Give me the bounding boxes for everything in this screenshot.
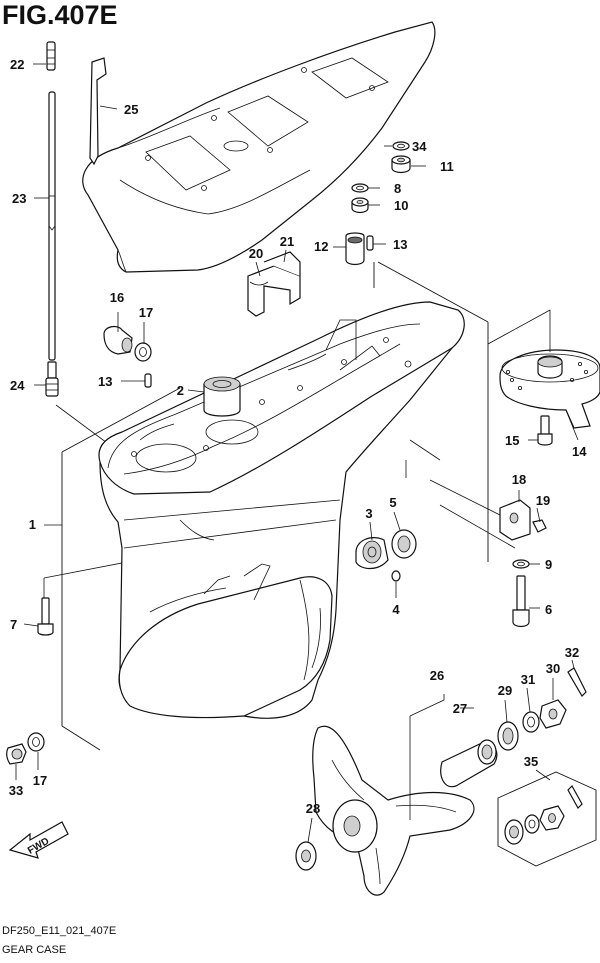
- upper-cover: [82, 21, 436, 273]
- callout-22: 22: [10, 57, 24, 72]
- callout-3: 3: [365, 506, 372, 521]
- callout-15: 15: [505, 433, 519, 448]
- callout-25: 25: [124, 102, 138, 117]
- callout-32: 32: [565, 645, 579, 660]
- callout-6: 6: [545, 602, 552, 617]
- callout-7: 7: [10, 617, 17, 632]
- callout-28: 28: [306, 801, 320, 816]
- leader-lines: [15, 63, 579, 843]
- callout-21: 21: [280, 234, 294, 249]
- callout-33: 33: [9, 783, 23, 798]
- fwd-arrow-icon: [8, 821, 69, 859]
- callout-16: 16: [110, 290, 124, 305]
- figure-title: FIG.407E: [2, 0, 118, 30]
- callout-labels: 1 2 3 4 5 6 7 8 9 10 11 12 13 13 14 15 1…: [9, 57, 587, 857]
- callout-13-top: 13: [393, 237, 407, 252]
- callout-24: 24: [10, 378, 25, 393]
- callout-8: 8: [394, 181, 401, 196]
- kit-35: [497, 769, 597, 867]
- figure-name: GEAR CASE: [2, 944, 67, 956]
- callout-34: 34: [412, 139, 427, 154]
- callout-11: 11: [440, 159, 454, 174]
- shift-rod-parts: [6, 41, 152, 859]
- propeller: [295, 667, 587, 896]
- callout-5: 5: [389, 495, 396, 510]
- callout-19: 19: [536, 493, 550, 508]
- callout-26: 26: [430, 668, 444, 683]
- fastener-parts: [247, 141, 411, 317]
- callout-17-lower: 17: [33, 773, 47, 788]
- callout-30: 30: [546, 661, 560, 676]
- callout-1: 1: [29, 517, 36, 532]
- callout-29: 29: [498, 683, 512, 698]
- callout-13-left: 13: [98, 374, 112, 389]
- callout-31: 31: [521, 672, 535, 687]
- callout-20: 20: [249, 246, 263, 261]
- callout-23: 23: [12, 191, 26, 206]
- callout-14: 14: [572, 444, 587, 459]
- callout-9: 9: [545, 557, 552, 572]
- figure-code: DF250_E11_021_407E: [2, 925, 117, 937]
- callout-18: 18: [512, 472, 526, 487]
- callout-4: 4: [392, 602, 400, 617]
- gear-case: [98, 301, 465, 719]
- side-anode: [499, 499, 547, 628]
- bearing-set: [355, 529, 417, 582]
- callout-2: 2: [177, 383, 184, 398]
- callout-12: 12: [314, 239, 328, 254]
- callout-35: 35: [524, 754, 538, 769]
- callout-10: 10: [394, 198, 408, 213]
- callout-17-upper: 17: [139, 305, 153, 320]
- trim-tab-anode: [487, 309, 600, 446]
- callout-27: 27: [453, 701, 467, 716]
